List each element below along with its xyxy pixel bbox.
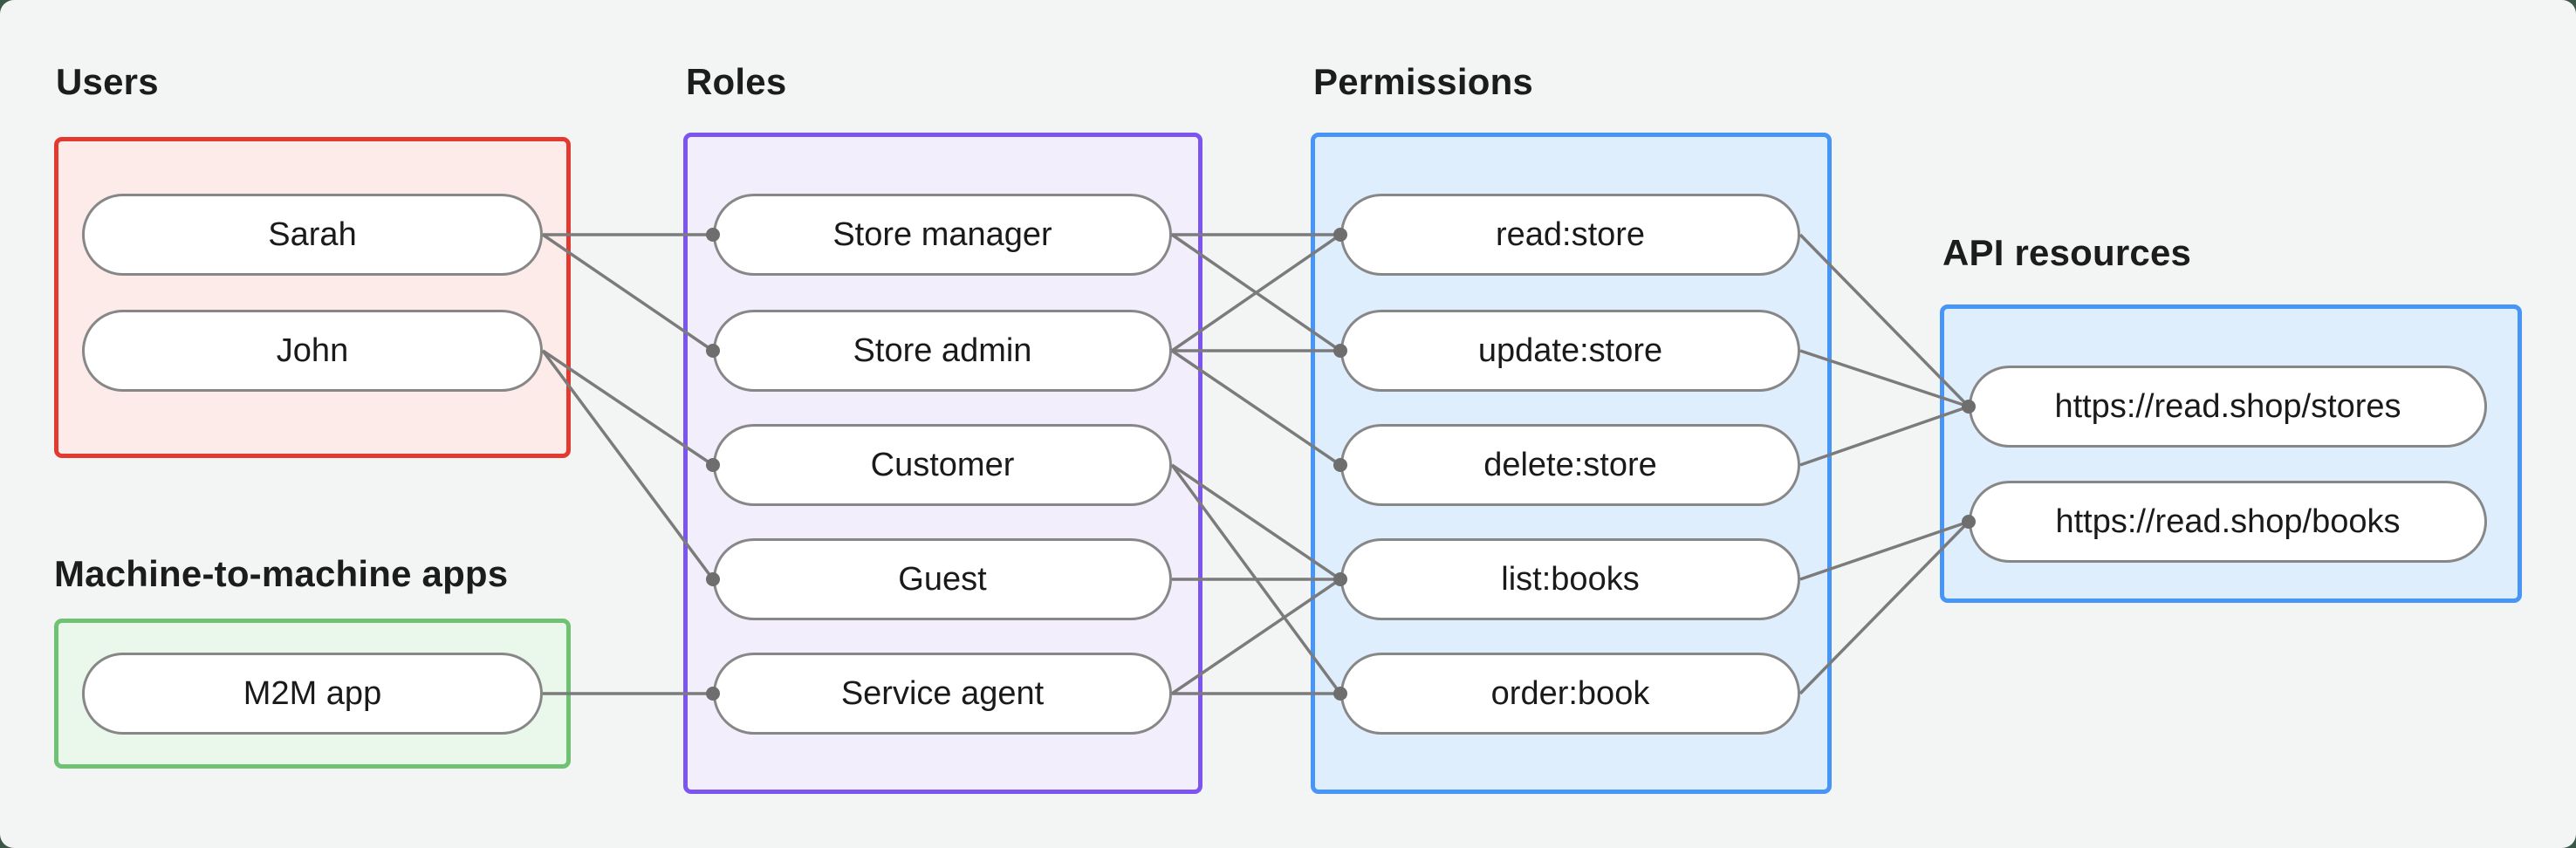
node-permission-list-books: list:books [1340, 538, 1800, 620]
node-api-resource-stores: https://read.shop/stores [1969, 366, 2487, 448]
node-user-sarah: Sarah [82, 194, 543, 276]
node-permission-read-store: read:store [1340, 194, 1800, 276]
node-role-guest: Guest [713, 538, 1172, 620]
permissions-group-label: Permissions [1313, 61, 1533, 102]
users-group-box [54, 137, 571, 458]
node-permission-order-book: order:book [1340, 653, 1800, 735]
node-role-service-agent: Service agent [713, 653, 1172, 735]
users-group-label: Users [56, 61, 159, 102]
roles-group-label: Roles [686, 61, 787, 102]
m2m-apps-group-label: Machine-to-machine apps [54, 553, 509, 594]
node-permission-delete-store: delete:store [1340, 424, 1800, 506]
node-permission-update-store: update:store [1340, 310, 1800, 392]
node-m2m-app: M2M app [82, 653, 543, 735]
node-api-resource-books: https://read.shop/books [1969, 481, 2487, 563]
node-role-customer: Customer [713, 424, 1172, 506]
node-user-john: John [82, 310, 543, 392]
node-role-store-manager: Store manager [713, 194, 1172, 276]
node-role-store-admin: Store admin [713, 310, 1172, 392]
api-resources-group-label: API resources [1942, 232, 2192, 273]
